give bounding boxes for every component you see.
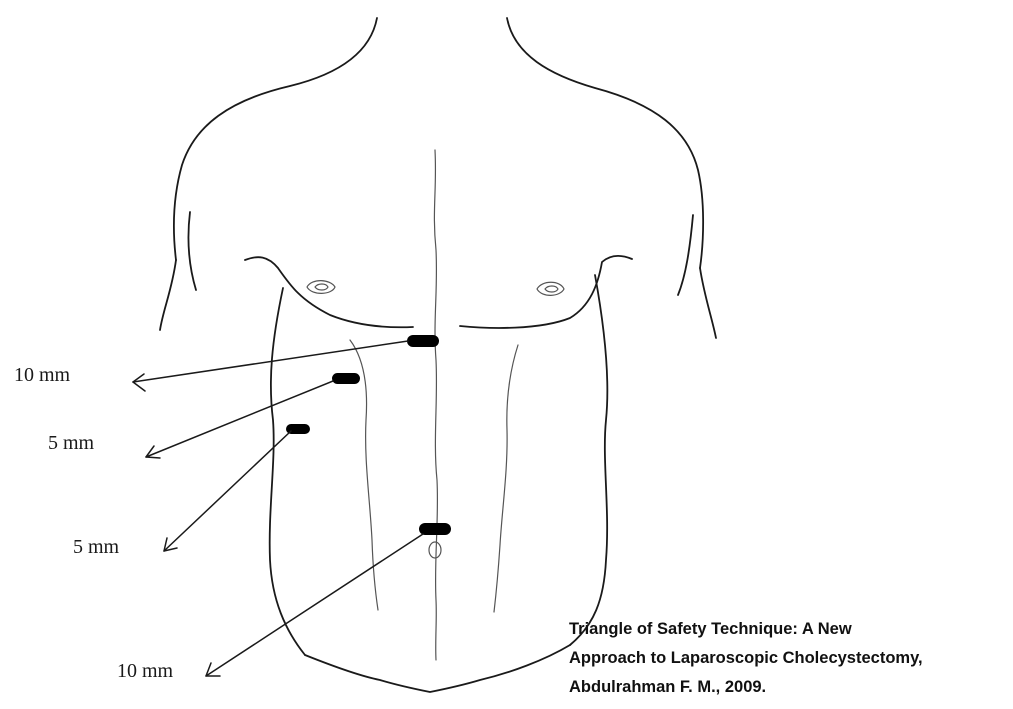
- port-labels: 10 mm 5 mm 5 mm 10 mm: [14, 364, 174, 682]
- port-markers: [286, 335, 451, 535]
- port-label-axillary: 5 mm: [73, 536, 120, 558]
- right-nipple-inner: [545, 286, 558, 292]
- left-nipple-inner: [315, 284, 328, 290]
- arrow-umbilical: [206, 534, 423, 676]
- port-marker-epigastric: [407, 335, 439, 347]
- left-nipple: [307, 281, 335, 294]
- linea-alba: [434, 150, 437, 660]
- left-arm-outer-line: [160, 260, 176, 330]
- right-torso-side: [570, 275, 607, 645]
- leader-arrows: [133, 341, 423, 676]
- left-neck-shoulder-line: [174, 18, 377, 260]
- left-arm-inner-line: [188, 212, 196, 290]
- port-label-umbilical: 10 mm: [117, 660, 174, 682]
- right-rectus-line: [494, 345, 518, 612]
- citation-line-2: Approach to Laparoscopic Cholecystectomy…: [569, 644, 1009, 673]
- right-neck-shoulder-line: [507, 18, 703, 268]
- right-arm-outer-line: [700, 268, 716, 338]
- citation-line-1: Triangle of Safety Technique: A New: [569, 615, 1009, 644]
- right-arm-inner-line: [678, 215, 693, 295]
- source-citation: Triangle of Safety Technique: A New Appr…: [569, 615, 1009, 702]
- port-marker-umbilical: [419, 523, 451, 535]
- torso-outline: [160, 18, 716, 692]
- port-marker-subcostal-midclavicular: [332, 373, 360, 384]
- right-nipple: [537, 282, 564, 295]
- right-pectoral-line: [460, 256, 632, 328]
- arrow-subcostal: [146, 381, 333, 457]
- citation-line-3: Abdulrahman F. M., 2009.: [569, 673, 1009, 702]
- left-torso-side: [270, 288, 305, 655]
- port-label-subcostal: 5 mm: [48, 432, 95, 454]
- port-label-epigastric: 10 mm: [14, 364, 71, 386]
- navel: [429, 542, 441, 558]
- groin-line: [305, 645, 570, 692]
- arrowhead-epigastric: [133, 374, 145, 391]
